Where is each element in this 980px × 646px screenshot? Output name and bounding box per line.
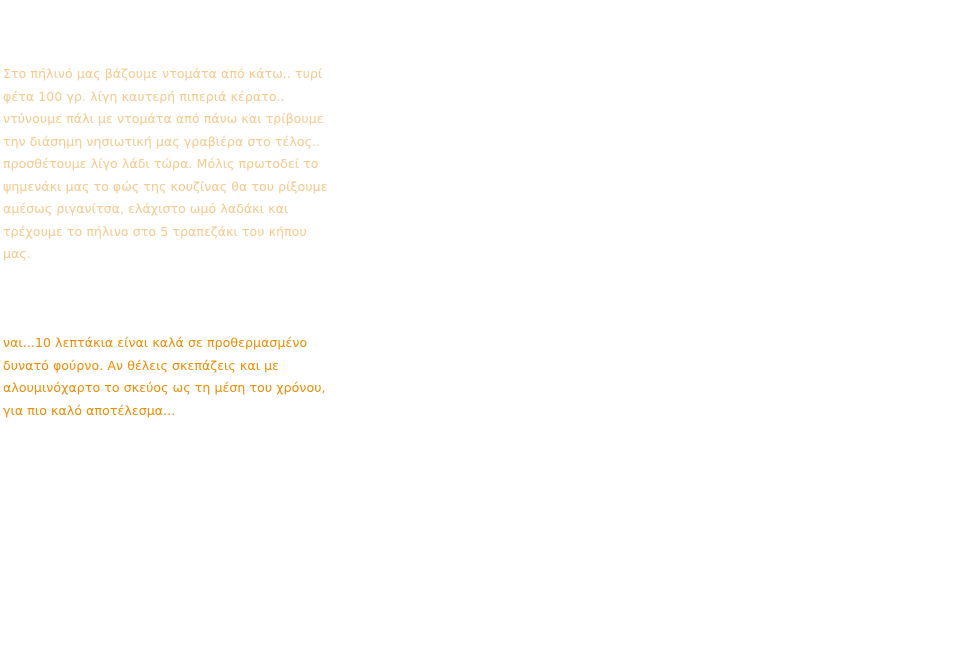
text-line: Στο πήλινό μας βάζουμε ντομάτα από κάτω.… [3,66,323,81]
baking-note-paragraph: ναι...10 λεπτάκια είναι καλά σε προθερμα… [3,332,333,422]
text-line: προσθέτουμε λίγο λάδι τώρα. Μόλις πρωτοδ… [3,156,319,171]
text-line: τρέχουμε το πήλινο στο 5 τραπεζάκι του κ… [3,223,307,239]
text-line: για πιο καλό αποτέλεσμα... [3,402,176,418]
text-line: αμέσως ριγανίτσα, ελάχιστο ωμό λαδάκι κα… [3,201,289,216]
text-line: δυνατό φούρνο. Αν θέλεις σκεπάζεις και μ… [3,357,280,373]
text-line: μας. [3,246,31,261]
text-line: ψημενάκι μας το φώς της κουζίνας θα του … [3,178,328,194]
text-line: φέτα 100 γρ. λίγη καυτερή πιπεριά κέρατο… [3,88,285,104]
text-line: ναι...10 λεπτάκια είναι καλά σε προθερμα… [3,335,308,350]
text-line: ντύνουμε πάλι με ντομάτα από πάνω και τρ… [3,111,324,126]
text-line: αλουμινόχαρτο το σκεύος ως τη μέση του χ… [3,380,326,395]
text-line: την διάσημη νησιωτική μας γραβιέρα στο τ… [3,133,321,149]
recipe-instructions-paragraph: Στο πήλινό μας βάζουμε ντομάτα από κάτω.… [3,63,333,266]
